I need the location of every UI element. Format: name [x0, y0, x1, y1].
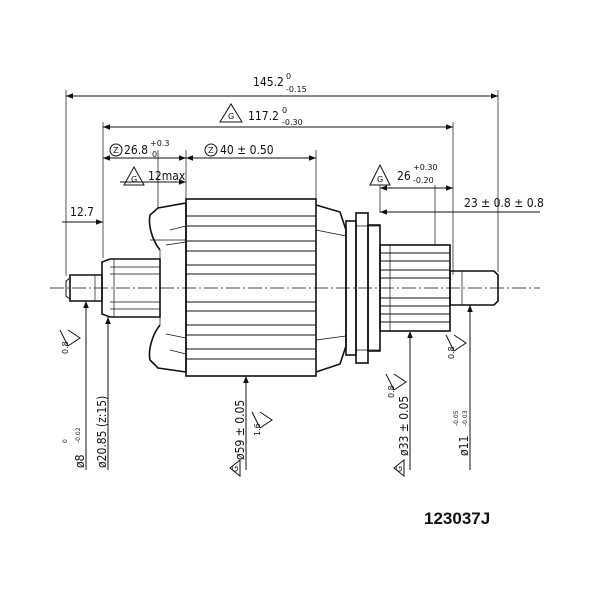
- dim-12-7-label: 12.7: [70, 205, 94, 219]
- armature-core: [185, 198, 317, 377]
- svg-text:G: G: [231, 466, 240, 472]
- dim-overall-length: 145.2 0 -0.15: [66, 72, 498, 99]
- leader-commutator: ø20.85 (z:15): [95, 317, 111, 470]
- roughness-left: 0.8: [59, 329, 81, 354]
- roughness-right: 0.8: [445, 334, 467, 359]
- dim-overall-lower: -0.15: [286, 85, 307, 94]
- dim-pinion-side-label: 23 ± 0.8 ± 0.8: [464, 196, 544, 210]
- leader-right-shaft: ø11 -0.05 -0.03: [453, 305, 473, 470]
- svg-text:0.8: 0.8: [447, 346, 456, 359]
- dia-right-upper: -0.05: [453, 410, 460, 426]
- dim-spline-offset: G 26 +0.30 -0.20: [369, 163, 453, 191]
- svg-text:G: G: [377, 175, 383, 184]
- dim-core-base: 117.2: [248, 109, 279, 123]
- dim-12max: G 12max: [120, 165, 186, 186]
- g-triangle-marker: G: [219, 103, 243, 123]
- svg-text:0.8: 0.8: [387, 385, 396, 398]
- dim-spline-lower: -0.20: [413, 176, 434, 185]
- dia-right-base: ø11: [457, 436, 471, 456]
- dim-core-length: G 117.2 0 -0.30: [103, 103, 453, 130]
- dia-right-lower: -0.03: [462, 410, 469, 426]
- right-shaft: [449, 270, 499, 306]
- svg-text:G: G: [395, 466, 404, 472]
- dia-left-base: ø8: [73, 454, 87, 468]
- leader-armature: ø59 ± 0.05 G: [229, 376, 249, 478]
- dim-pinion-side: 23 ± 0.8 ± 0.8: [380, 196, 544, 215]
- dia-left-upper: 0: [62, 439, 69, 443]
- dia-pinion-label: ø33 ± 0.05: [397, 396, 411, 456]
- dim-commutator-length: Z 26.8 +0.3 0: [103, 139, 186, 161]
- dia-comm-label: ø20.85 (z:15): [95, 396, 109, 468]
- svg-text:1.6: 1.6: [253, 423, 262, 436]
- dia-left-lower: -0.02: [75, 427, 82, 443]
- svg-text:0.8: 0.8: [61, 341, 70, 354]
- dim-comm-base: 26.8: [124, 143, 148, 157]
- dim-12max-label: 12max: [148, 169, 186, 183]
- dim-stack-label: 40 ± 0.50: [220, 143, 274, 157]
- leader-left-shaft: ø8 0 -0.02: [62, 301, 89, 470]
- svg-text:G: G: [131, 175, 137, 184]
- z-marker: Z: [113, 146, 119, 155]
- extension-lines: [65, 90, 499, 276]
- dim-overall-base: 145.2: [253, 75, 284, 89]
- dim-spline-upper: +0.30: [413, 163, 438, 172]
- dim-armature-stack: Z 40 ± 0.50: [186, 143, 316, 161]
- dim-core-upper: 0: [282, 106, 287, 115]
- end-winding-right: [315, 204, 357, 373]
- dim-comm-upper: +0.3: [150, 139, 169, 148]
- dim-shaft-end-left: 12.7: [62, 205, 103, 225]
- dim-spline-base: 26: [397, 169, 411, 183]
- dia-armature-label: ø59 ± 0.05: [233, 400, 247, 460]
- part-number: 123037J: [424, 509, 490, 528]
- dim-overall-upper: 0: [286, 72, 291, 81]
- svg-text:Z: Z: [208, 146, 214, 155]
- svg-text:G: G: [228, 112, 234, 121]
- roughness-armature: 1.6: [251, 411, 273, 436]
- leader-pinion: ø33 ± 0.05 G: [393, 331, 413, 478]
- dim-core-lower: -0.30: [282, 118, 303, 127]
- dim-comm-lower: 0: [152, 150, 157, 159]
- end-winding-left: [148, 202, 187, 373]
- roughness-pinion: 0.8: [385, 373, 407, 398]
